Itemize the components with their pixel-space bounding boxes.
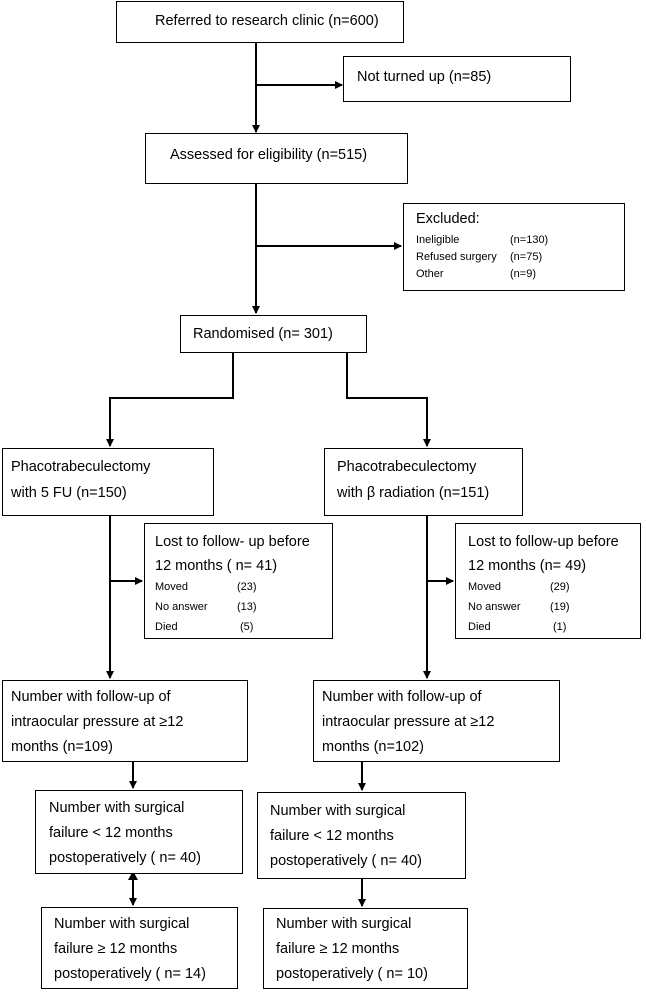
right-lost-box: Lost to follow-up before 12 months (n= 4… (455, 523, 641, 639)
left-failure-ge12-line-3: postoperatively ( n= 14) (54, 966, 206, 982)
excluded-other-label: Other (416, 268, 444, 280)
left-failure-ge12-line-2: failure ≥ 12 months (54, 941, 178, 957)
left-arm-line-2: with 5 FU (n=150) (11, 485, 127, 501)
randomised-label: Randomised (n= 301) (193, 326, 333, 342)
left-arm-line-1: Phacotrabeculectomy (11, 459, 151, 475)
excluded-refused-label: Refused surgery (416, 251, 497, 263)
right-failure-ge12-line-1: Number with surgical (276, 916, 412, 932)
left-lost-noanswer-label: No answer (155, 601, 208, 613)
right-followup-line-3: months (n=102) (322, 739, 424, 755)
right-lost-moved-value: (29) (550, 581, 570, 593)
arrow-randomised-to-right-arm (346, 352, 431, 447)
right-arm-line-1: Phacotrabeculectomy (337, 459, 477, 475)
right-arm-box: Phacotrabeculectomy with β radiation (n=… (324, 448, 523, 516)
right-failure-lt12-line-2: failure < 12 months (270, 828, 394, 844)
not-turned-up-box: Not turned up (n=85) (343, 56, 571, 102)
arrow-randomised-to-left-arm (106, 352, 234, 447)
right-lost-title-1: Lost to follow-up before (468, 534, 619, 550)
excluded-other-value: (n=9) (510, 268, 536, 280)
left-arm-box: Phacotrabeculectomy with 5 FU (n=150) (2, 448, 214, 516)
excluded-title: Excluded: (416, 211, 480, 227)
left-failure-lt12-line-1: Number with surgical (49, 800, 185, 816)
right-followup-line-1: Number with follow-up of (322, 689, 482, 705)
left-lost-title-2: 12 months ( n= 41) (155, 558, 278, 574)
left-followup-box: Number with follow-up of intraocular pre… (2, 680, 248, 762)
right-lost-noanswer-value: (19) (550, 601, 570, 613)
left-failure-ge12-line-1: Number with surgical (54, 916, 190, 932)
left-failure-lt12-line-3: postoperatively ( n= 40) (49, 850, 201, 866)
left-lost-box: Lost to follow- up before 12 months ( n=… (144, 523, 333, 639)
left-failure-lt12-line-2: failure < 12 months (49, 825, 173, 841)
left-lost-moved-label: Moved (155, 581, 189, 593)
left-lost-title-1: Lost to follow- up before (155, 534, 310, 550)
not-turned-up-label: Not turned up (n=85) (357, 69, 492, 85)
left-lost-died-value: (5) (240, 621, 254, 633)
right-lost-moved-label: Moved (468, 581, 502, 593)
right-lost-noanswer-label: No answer (468, 601, 521, 613)
arrowhead-left-up (128, 871, 138, 880)
referred-label: Referred to research clinic (n=600) (155, 13, 379, 29)
right-failure-lt12-line-1: Number with surgical (270, 803, 406, 819)
left-lost-died-label: Died (155, 621, 178, 633)
left-followup-line-3: months (n=109) (11, 739, 113, 755)
left-lost-noanswer-value: (13) (237, 601, 257, 613)
excluded-refused-value: (n=75) (510, 251, 543, 263)
assessed-box: Assessed for eligibility (n=515) (145, 133, 408, 184)
assessed-label: Assessed for eligibility (n=515) (170, 147, 368, 163)
referred-box: Referred to research clinic (n=600) (116, 1, 404, 43)
excluded-ineligible-value: (n=130) (510, 234, 549, 246)
left-lost-moved-value: (23) (237, 581, 257, 593)
right-lost-title-2: 12 months (n= 49) (468, 558, 587, 574)
right-followup-box: Number with follow-up of intraocular pre… (313, 680, 560, 762)
right-failure-lt12-line-3: postoperatively ( n= 40) (270, 853, 422, 869)
right-lost-died-value: (1) (553, 621, 567, 633)
right-followup-line-2: intraocular pressure at ≥12 (322, 714, 495, 730)
right-failure-ge12-line-2: failure ≥ 12 months (276, 941, 400, 957)
left-failure-lt12-box: Number with surgical failure < 12 months… (35, 790, 243, 874)
right-failure-ge12-box: Number with surgical failure ≥ 12 months… (263, 908, 468, 989)
right-lost-died-label: Died (468, 621, 491, 633)
right-failure-lt12-box: Number with surgical failure < 12 months… (257, 792, 466, 879)
left-failure-ge12-box: Number with surgical failure ≥ 12 months… (41, 907, 238, 989)
excluded-box: Excluded: Ineligible (n=130) Refused sur… (403, 203, 625, 291)
right-failure-ge12-line-3: postoperatively ( n= 10) (276, 966, 428, 982)
right-arm-line-2: with β radiation (n=151) (337, 485, 490, 501)
left-followup-line-1: Number with follow-up of (11, 689, 171, 705)
randomised-box: Randomised (n= 301) (180, 315, 367, 353)
excluded-ineligible-label: Ineligible (416, 234, 460, 246)
left-followup-line-2: intraocular pressure at ≥12 (11, 714, 184, 730)
